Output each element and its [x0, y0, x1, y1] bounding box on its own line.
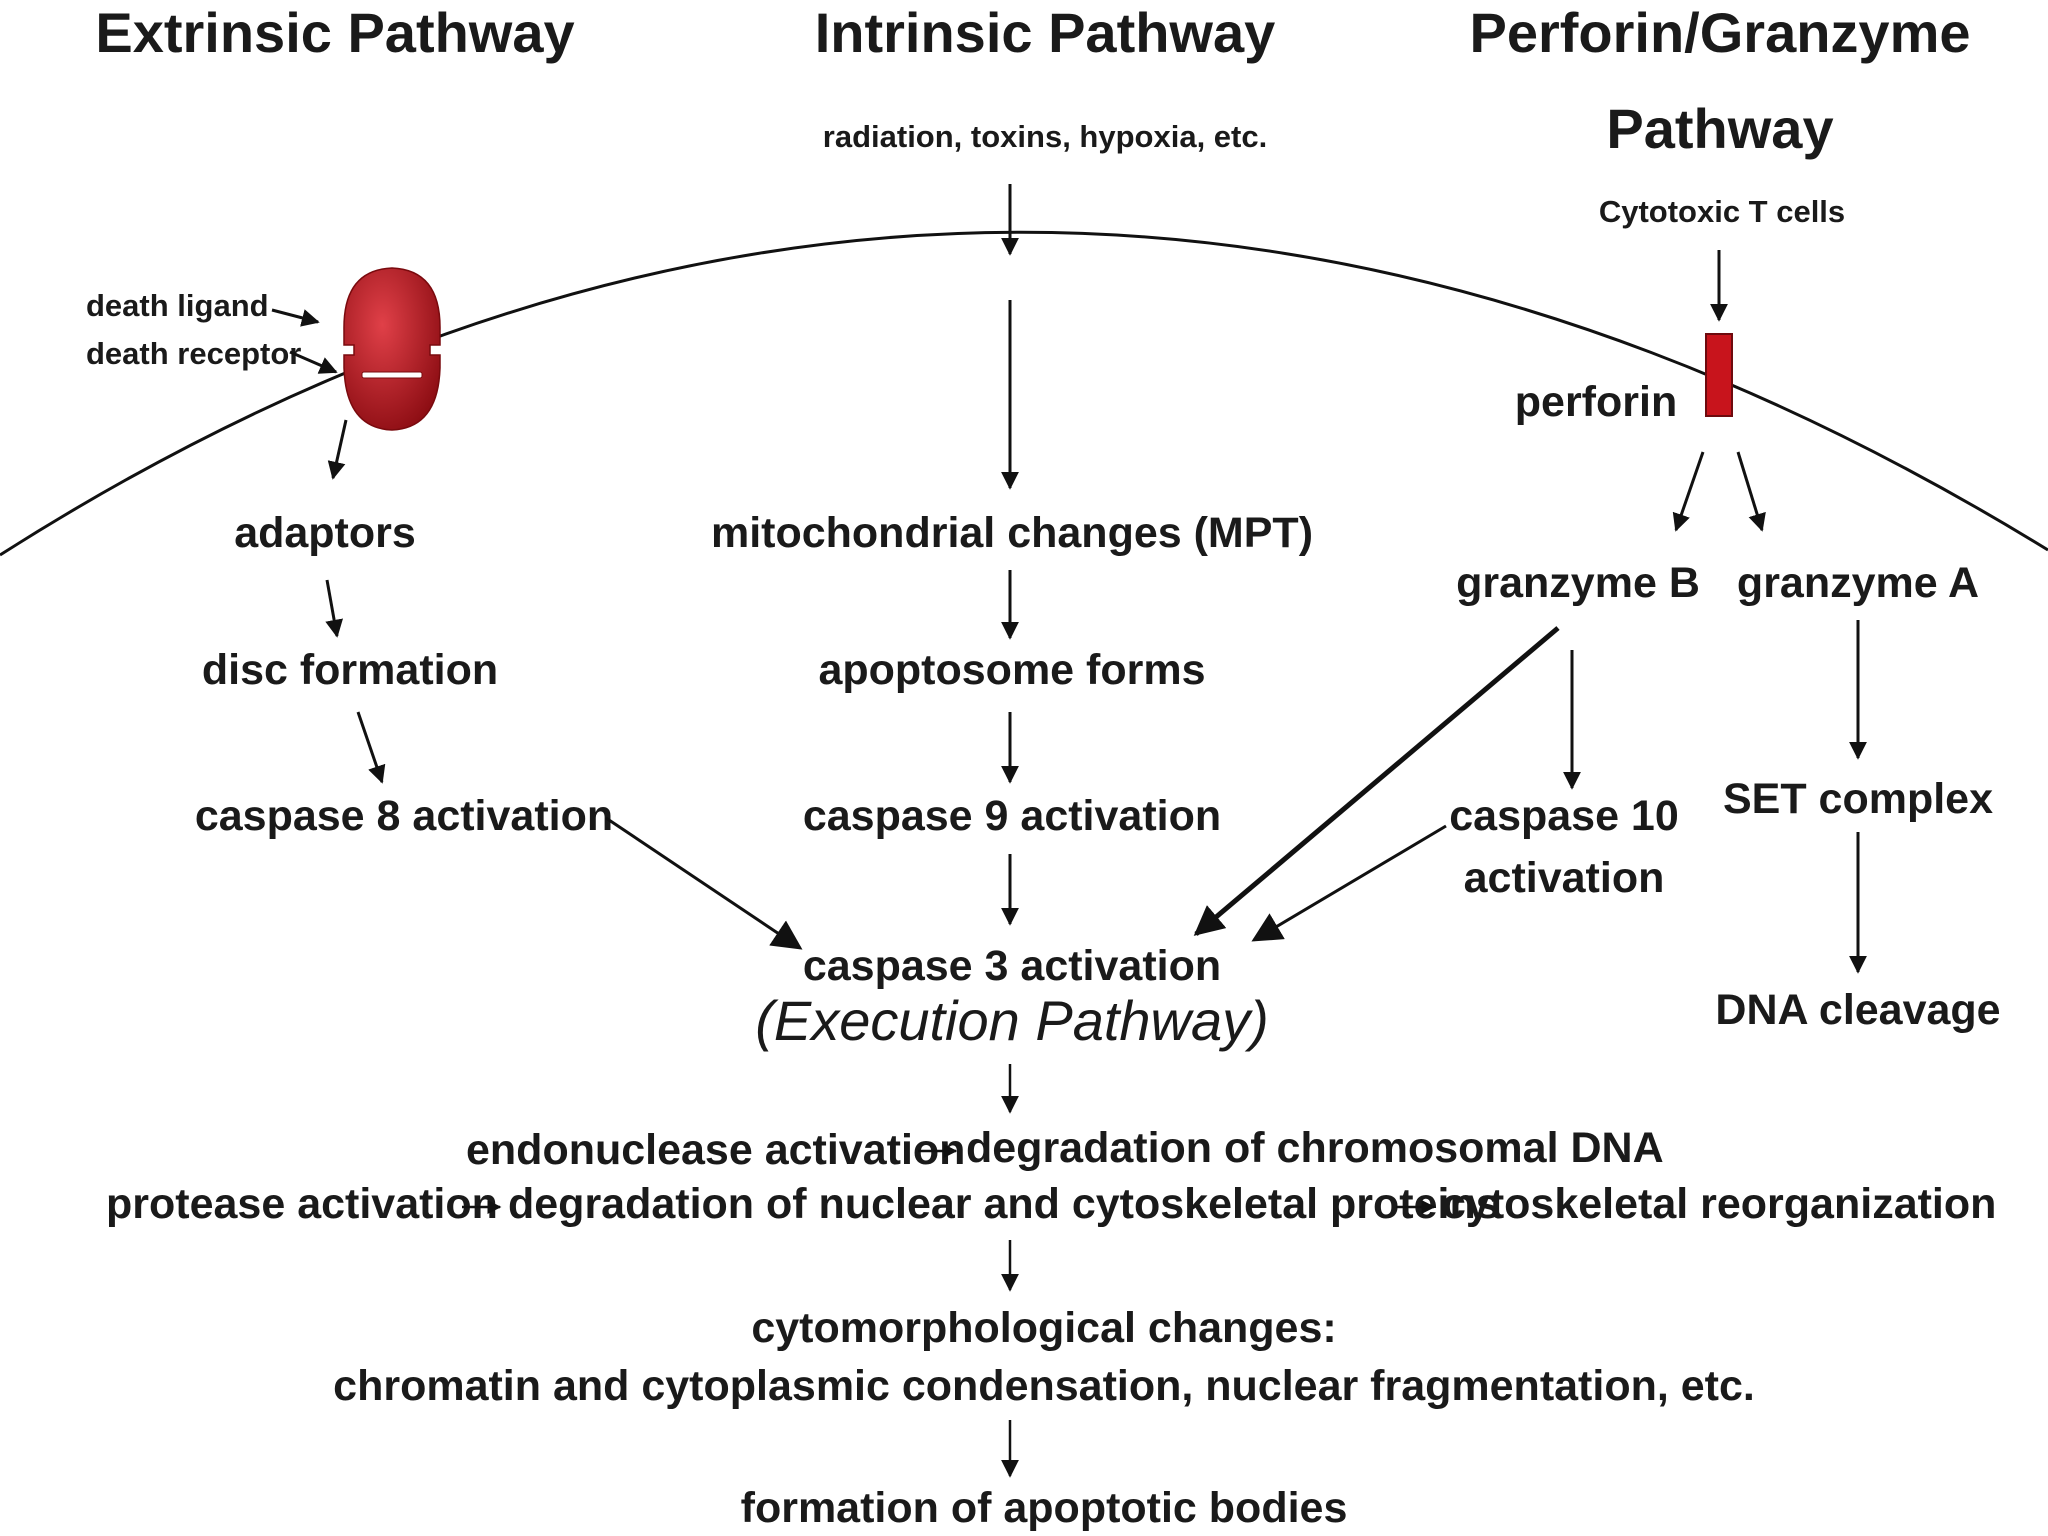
caspase8-label: caspase 8 activation [195, 792, 613, 840]
cytoskeletal-label: cytoskeletal reorganization [1442, 1180, 1996, 1228]
arrow-to-adaptors [327, 419, 348, 480]
intrinsic-trigger-label: radiation, toxins, hypoxia, etc. [823, 119, 1267, 154]
arrow-caspase10-to-caspase3 [1251, 824, 1447, 942]
arrow-to-granzyme-b [1672, 451, 1705, 532]
arrow-death-receptor [289, 350, 338, 374]
degradation-proteins-label: degradation of nuclear and cytoskeletal … [508, 1180, 1500, 1228]
cytomorph-detail-label: chromatin and cytoplasmic condensation, … [333, 1362, 1755, 1410]
caspase10-label-line2: activation [1464, 854, 1665, 902]
heading-perforin-line1: Perforin/Granzyme [1469, 1, 1970, 64]
death-receptor-shape [343, 267, 441, 431]
death-receptor-label: death receptor [86, 336, 301, 371]
degradation-dna-label: degradation of chromosomal DNA [966, 1124, 1664, 1172]
set-complex-label: SET complex [1723, 775, 1993, 823]
protease-label: protease activation [106, 1180, 498, 1228]
execution-pathway-label: (Execution Pathway) [755, 989, 1269, 1052]
arrow-death-ligand [271, 308, 320, 327]
apoptosome-label: apoptosome forms [818, 646, 1205, 694]
caspase10-label-line1: caspase 10 [1449, 792, 1679, 840]
arrow-to-granzyme-a [1736, 451, 1766, 532]
arrow-granzyme-b-to-caspase3 [1193, 626, 1560, 936]
caspase9-label: caspase 9 activation [803, 792, 1221, 840]
arrow-to-disc-formation [325, 579, 344, 638]
apoptotic-bodies-label: formation of apoptotic bodies [741, 1484, 1348, 1532]
heading-intrinsic: Intrinsic Pathway [815, 1, 1276, 64]
death-ligand-label: death ligand [86, 288, 269, 323]
perforin-pore [1705, 333, 1733, 417]
arrow-to-caspase8 [356, 711, 386, 784]
dna-cleavage-label: DNA cleavage [1715, 986, 2000, 1034]
mitochondrial-changes-label: mitochondrial changes (MPT) [711, 509, 1313, 557]
heading-extrinsic: Extrinsic Pathway [95, 1, 574, 64]
cytotoxic-t-cells-label: Cytotoxic T cells [1599, 194, 1845, 229]
endonuclease-label: endonuclease activation [466, 1126, 965, 1174]
granzyme-b-label: granzyme B [1456, 559, 1700, 607]
cell-membrane [0, 230, 2048, 557]
disc-formation-label: disc formation [202, 646, 498, 694]
perforin-label: perforin [1515, 378, 1677, 426]
heading-perforin-line2: Pathway [1606, 97, 1833, 160]
adaptors-label: adaptors [234, 509, 416, 557]
granzyme-a-label: granzyme A [1737, 559, 1979, 607]
cytomorph-title-label: cytomorphological changes: [751, 1304, 1336, 1352]
caspase3-label: caspase 3 activation [803, 942, 1221, 990]
arrow-caspase8-to-caspase3 [605, 816, 803, 950]
